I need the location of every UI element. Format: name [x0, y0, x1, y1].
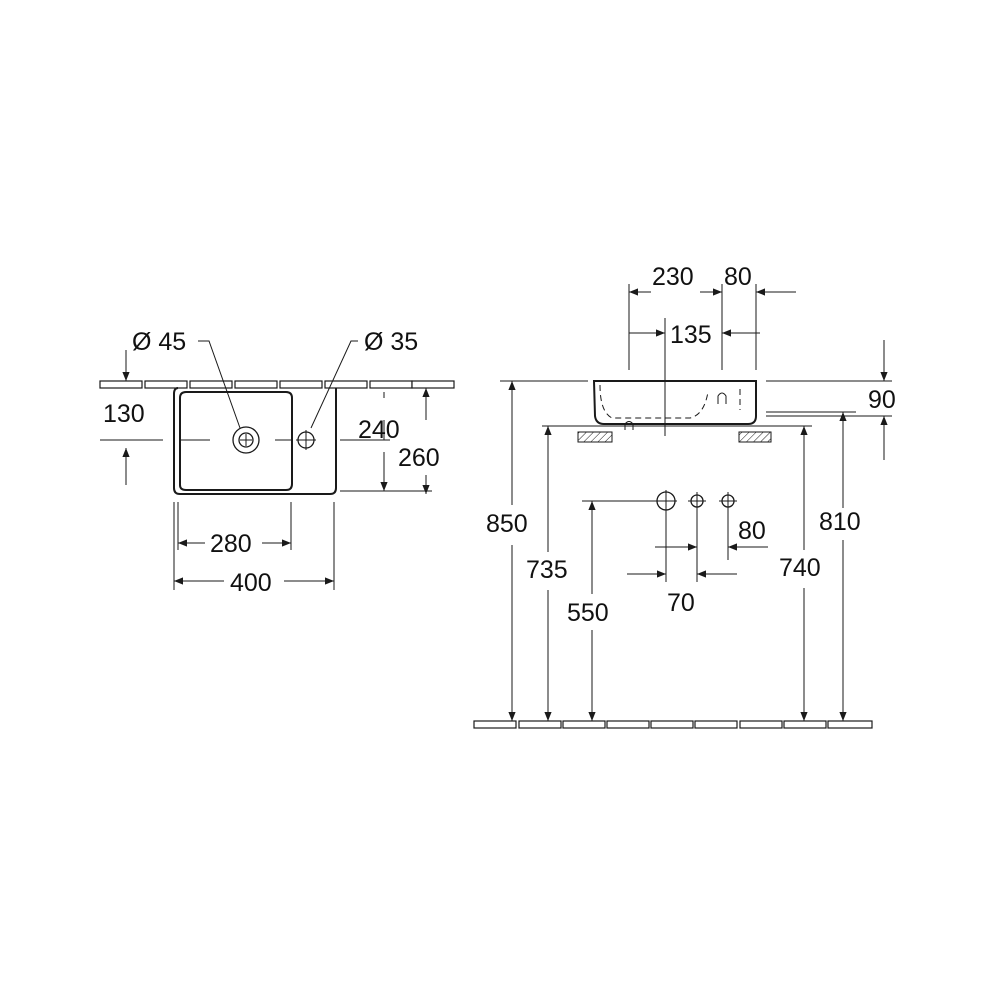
dim-70: 70 — [667, 589, 695, 617]
connection-waste-icon — [655, 490, 677, 515]
bowl-outline — [179, 391, 293, 491]
dim-260: 260 — [398, 444, 440, 472]
dim-135: 135 — [670, 321, 712, 349]
elevation-view: 230 80 135 90 850 735 550 — [473, 263, 896, 729]
floor-tiles — [473, 720, 873, 729]
dim-280: 280 — [210, 530, 252, 558]
connection-supply-right-icon — [719, 492, 737, 510]
dim-130: 130 — [103, 400, 145, 428]
basin-front — [592, 380, 757, 425]
dim-80-top: 80 — [724, 263, 752, 291]
dim-735: 735 — [526, 556, 568, 584]
basin-outline — [173, 387, 337, 495]
dim-240: 240 — [358, 416, 400, 444]
dim-80-mid: 80 — [738, 517, 766, 545]
dim-90: 90 — [868, 386, 896, 414]
connection-supply-left-icon — [688, 492, 706, 510]
dim-400: 400 — [230, 569, 272, 597]
plan-view: Ø 45 Ø 35 130 240 260 280 400 — [99, 328, 455, 597]
dim-810: 810 — [819, 508, 861, 536]
tap-hole-icon — [296, 430, 316, 450]
wall-tiles-top — [99, 380, 455, 389]
dim-740: 740 — [779, 554, 821, 582]
support-block-right — [738, 431, 772, 443]
tap-hole-diameter-label: Ø 35 — [364, 328, 418, 356]
waste-diameter-label: Ø 45 — [132, 328, 186, 356]
dim-230: 230 — [652, 263, 694, 291]
support-block-left — [577, 431, 613, 443]
waste-outlet-icon — [232, 426, 260, 454]
dim-850: 850 — [486, 510, 528, 538]
dim-550: 550 — [567, 599, 609, 627]
